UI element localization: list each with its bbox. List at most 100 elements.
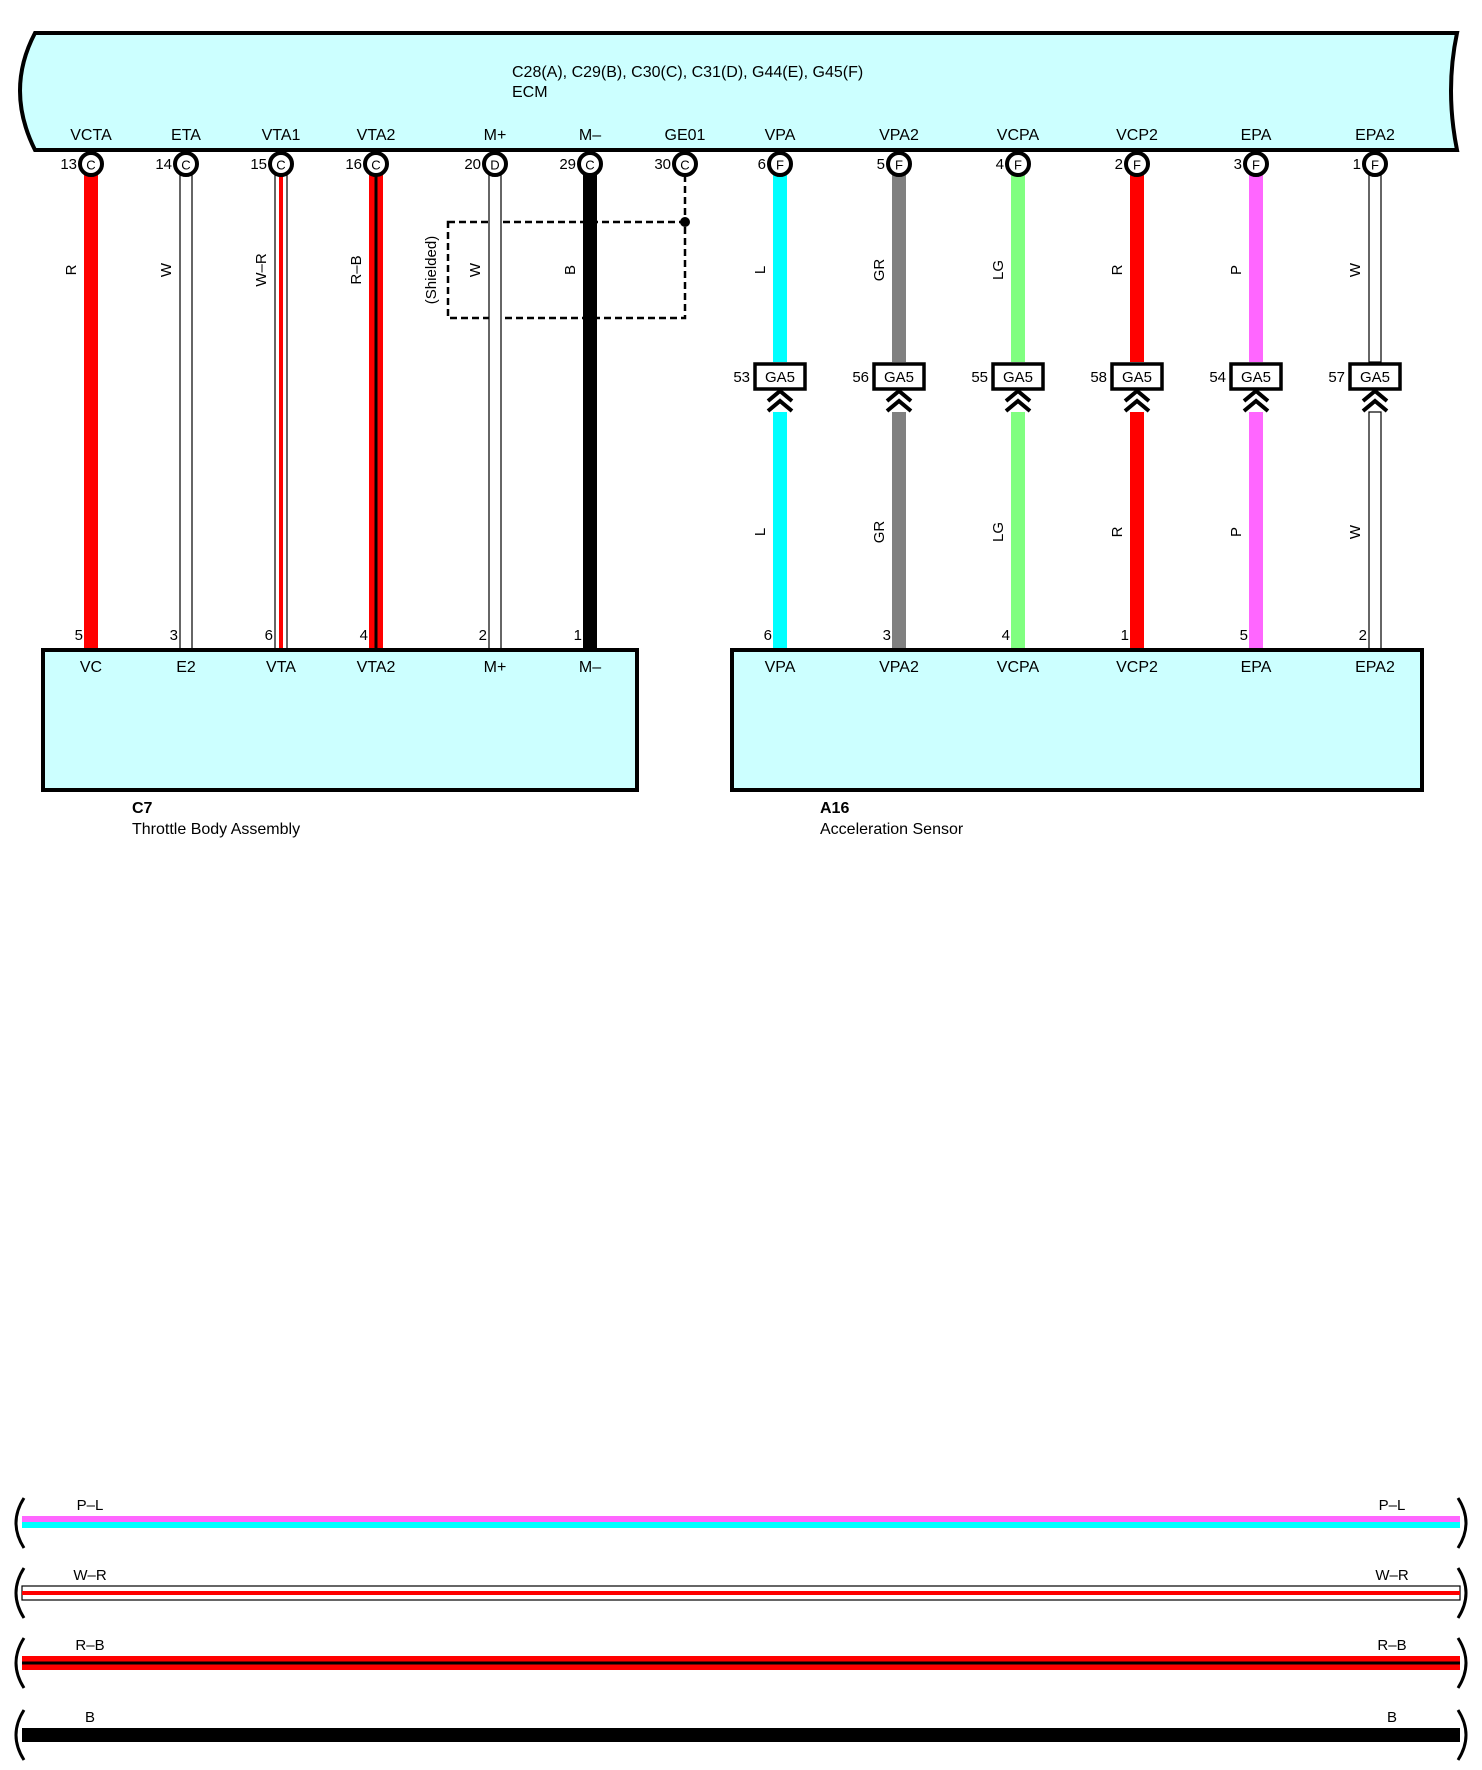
ecm-pin: M+D20 (464, 127, 508, 177)
ecm-pin-number: 2 (1115, 156, 1123, 173)
ecm-pin-label: M– (579, 127, 601, 144)
ecm-pin-label: VCP2 (1116, 127, 1158, 144)
component-pin-number: 5 (1240, 627, 1248, 644)
wire-segment (274, 163, 288, 651)
wire-segment (583, 164, 597, 650)
acceleration-sensor-box (730, 648, 1424, 792)
legend-code-right: P–L (1379, 1497, 1406, 1514)
component-pin-label: VCP2 (1116, 659, 1158, 676)
component-pin-number: 6 (265, 627, 273, 644)
ecm-pin-connector: F (1133, 158, 1141, 173)
legend-code-left: R–B (75, 1637, 104, 1654)
component-pin-label: M+ (484, 659, 507, 676)
legend-code-left: P–L (77, 1497, 104, 1514)
component-pin-label: EPA (1241, 659, 1272, 676)
wire-color-label: GR (871, 259, 888, 282)
wire-segment (773, 164, 787, 362)
ecm-pin-connector: F (776, 158, 784, 173)
ecm-pin-connector: C (585, 158, 594, 173)
wire-segment (1368, 411, 1382, 651)
wire-segment (1368, 163, 1382, 363)
wire-color-label: R (63, 264, 80, 275)
ecm-pin-label: VCTA (70, 127, 112, 144)
component-pin-number: 1 (1121, 627, 1129, 644)
acceleration-sensor-name: Acceleration Sensor (820, 821, 964, 838)
wire-color-label: W (1347, 524, 1364, 539)
component-pin-number: 4 (1002, 627, 1010, 644)
wire-segment (1249, 164, 1263, 362)
ecm-pin-label: VCPA (997, 127, 1040, 144)
ecm-pin-number: 14 (155, 156, 172, 173)
wire-color-label: R (1109, 526, 1126, 537)
wire-color-label: P (1228, 527, 1245, 537)
ecm-pin-connector: C (86, 158, 95, 173)
wire-segment (179, 163, 193, 651)
wire-segment (1130, 412, 1144, 650)
ecm-pin-connector: F (1014, 158, 1022, 173)
component-pin-number: 3 (883, 627, 891, 644)
component-pin-number: 4 (360, 627, 368, 644)
wire-segment (488, 163, 502, 651)
wire-color-label: W (467, 262, 484, 277)
wire-color-label: R (1109, 264, 1126, 275)
ecm-pin-label: VPA2 (879, 127, 919, 144)
legend-wire: P–L P–L (14, 1497, 1468, 1549)
wire-color-label: R–B (348, 255, 365, 284)
wire-color-label: LG (990, 522, 1007, 542)
wire-segment (892, 412, 906, 650)
component-pin-number: 2 (1359, 627, 1367, 644)
ecm-pin: VCPA F4 (996, 127, 1040, 177)
ecm-pin-number: 13 (60, 156, 77, 173)
wire-segment (1249, 412, 1263, 650)
junction-code: GA5 (1241, 369, 1271, 386)
acceleration-sensor-id: A16 (820, 800, 849, 817)
ecm-pin-number: 30 (654, 156, 671, 173)
ecm-pin-number: 6 (758, 156, 766, 173)
legend-code-left: W–R (73, 1567, 107, 1584)
ecm-pin-number: 5 (877, 156, 885, 173)
ecm-pin-label: VTA2 (357, 127, 396, 144)
ecm-pin: VCTA C 13 (60, 127, 112, 177)
ecm-pin-connector: F (1371, 158, 1379, 173)
ecm-pin-connector: F (895, 158, 903, 173)
ecm-pin-number: 16 (345, 156, 362, 173)
wire-color-label: L (752, 266, 769, 274)
wire-segment (369, 164, 383, 650)
component-pin-label: M– (579, 659, 601, 676)
ecm-pin-label: GE01 (665, 127, 706, 144)
ecm-pin-connector: C (680, 158, 689, 173)
wire-color-label: LG (990, 260, 1007, 280)
shield-box: (Shielded) (423, 164, 690, 320)
component-pin-number: 6 (764, 627, 772, 644)
ecm-pin-connector: D (490, 158, 499, 173)
ecm-box (18, 31, 1460, 152)
ecm-pin-connector: C (276, 158, 285, 173)
legend-code-right: B (1387, 1709, 1397, 1726)
throttle-body-box (41, 648, 639, 792)
legend-code-left: B (85, 1709, 95, 1726)
legend-code-right: W–R (1375, 1567, 1409, 1584)
wire-color-label: W–R (253, 253, 270, 287)
ecm-pin: M–C29 (559, 127, 603, 177)
throttle-body-id: C7 (132, 800, 153, 817)
ecm-pin-number: 4 (996, 156, 1004, 173)
component-pin-label: E2 (176, 659, 196, 676)
component-pin-label: VTA (266, 659, 296, 676)
junction-pin-number: 54 (1209, 369, 1226, 386)
junction-pin-number: 56 (852, 369, 869, 386)
component-pin-number: 3 (170, 627, 178, 644)
